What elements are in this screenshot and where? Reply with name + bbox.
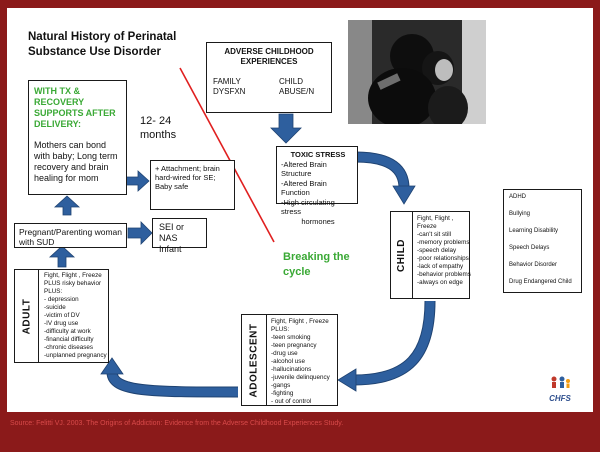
aces-title: ADVERSE CHILDHOOD EXPERIENCES [224,47,314,66]
child-symptoms: Fight, Flight , Freeze -can't sit still … [417,215,471,286]
source-citation: Source: Felitti VJ. 2003. The Origins of… [10,420,344,427]
breaking-cycle-label: Breaking the cycle [283,251,350,278]
outcome-item: Behavior Disorder [509,262,558,268]
recovery-heading: WITH TX & RECOVERY SUPPORTS AFTER DELIVE… [34,86,116,129]
aces-child-abuse: CHILD ABUSE/N [279,77,315,96]
adolescent-symptoms: Fight, Flight , Freeze PLUS: -teen smoki… [271,318,330,405]
recovery-text: Mothers can bond with baby; Long term re… [34,140,118,183]
toxic-item: -High circulating stress [281,197,335,217]
arrow-aces-to-toxic [270,113,302,144]
arrow-toxic-to-child [355,152,409,189]
arrow-pregnant-to-sei [127,221,153,245]
aces-family-dysfxn: FAMILY DYSFXN [213,77,246,96]
recovery-box: WITH TX & RECOVERY SUPPORTS AFTER DELIVE… [28,80,127,195]
months-label: 12- 24 months [140,115,177,141]
arrow-child-to-adolescent [353,300,435,385]
outcome-item: Learning Disability [509,228,559,234]
logo-text: CHFS [549,394,571,403]
attachment-box: + Attachment; brain hard-wired for SE; B… [150,160,235,210]
toxic-item: -Altered Brain Structure [281,159,327,179]
outcome-item: Drug Endangered Child [509,279,572,285]
child-box: CHILD Fight, Flight , Freeze -can't sit … [390,211,471,299]
adult-label: ADULT [15,270,39,362]
page-title: Natural History of Perinatal Substance U… [28,31,177,58]
child-label: CHILD [391,212,413,298]
family-icon [551,376,570,388]
sei-nas-box: SEI or NAS Infant [152,218,207,254]
breaking-cycle-line [179,67,275,243]
arrow-adolescent-to-adult [107,371,239,397]
outcome-item: Bullying [509,211,531,217]
adult-symptoms: Fight, Flight , Freeze PLUS risky behavi… [44,272,107,359]
photo-illustration [348,20,486,124]
arrow-adult-to-pregnant [48,245,76,268]
aces-box: ADVERSE CHILDHOOD EXPERIENCES FAMILY DYS… [206,42,332,113]
adult-box: ADULT Fight, Flight , Freeze PLUS risky … [14,269,109,363]
outcome-item: Speech Delays [509,245,550,251]
outcomes-box: ADHD Bullying Learning Disability Speech… [503,189,582,293]
chfs-logo: CHFS [538,375,582,407]
toxic-item: hormones [301,216,335,226]
arrow-pregnant-to-green [53,195,81,216]
photo-image [348,20,486,124]
toxic-stress-box: TOXIC STRESS -Altered Brain Structure -A… [276,146,358,226]
outcome-item: ADHD [509,194,527,200]
arrow-green-to-attachment [125,170,150,192]
toxic-item: -Altered Brain Function [281,178,327,198]
toxic-stress-title: TOXIC STRESS [290,150,346,159]
adolescent-box: ADOLESCENT Fight, Flight , Freeze PLUS: … [241,314,338,406]
adolescent-label: ADOLESCENT [242,315,267,405]
pregnant-woman-box: Pregnant/Parenting woman with SUD [14,223,127,248]
